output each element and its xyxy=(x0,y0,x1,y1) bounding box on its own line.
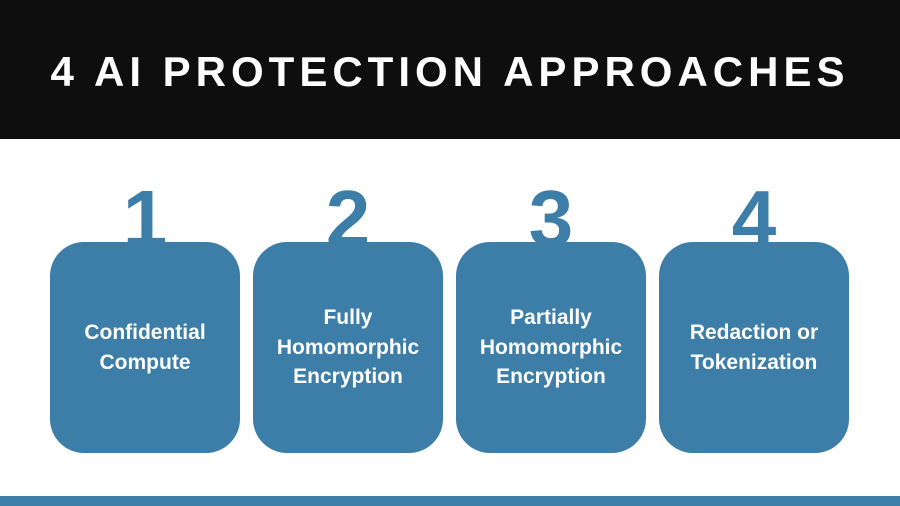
approach-1: 1 Confidential Compute xyxy=(50,179,240,453)
approach-4-card: Redaction or Tokenization xyxy=(659,242,849,453)
approach-1-number: 1 xyxy=(122,174,168,263)
approach-3-card: Partially Homomorphic Encryption xyxy=(456,242,646,453)
bottom-accent-bar xyxy=(0,496,900,506)
approach-2-number: 2 xyxy=(325,174,371,263)
approach-2-label: Fully Homomorphic Encryption xyxy=(276,305,420,389)
approach-3-label: Partially Homomorphic Encryption xyxy=(479,305,623,389)
approach-4-number: 4 xyxy=(731,174,777,263)
approach-4: 4 Redaction or Tokenization xyxy=(659,179,849,453)
approach-1-card: Confidential Compute xyxy=(50,242,240,453)
approaches-row: 1 Confidential Compute 2 Fully Homomorph… xyxy=(50,179,849,453)
approach-3-number: 3 xyxy=(528,174,574,263)
approach-3: 3 Partially Homomorphic Encryption xyxy=(456,179,646,453)
header-banner: 4 AI PROTECTION APPROACHES xyxy=(0,0,900,139)
page-title: 4 AI PROTECTION APPROACHES xyxy=(50,47,850,95)
approach-2-card: Fully Homomorphic Encryption xyxy=(253,242,443,453)
approach-4-label: Redaction or Tokenization xyxy=(689,320,819,374)
approach-2: 2 Fully Homomorphic Encryption xyxy=(253,179,443,453)
approach-1-label: Confidential Compute xyxy=(84,320,206,374)
